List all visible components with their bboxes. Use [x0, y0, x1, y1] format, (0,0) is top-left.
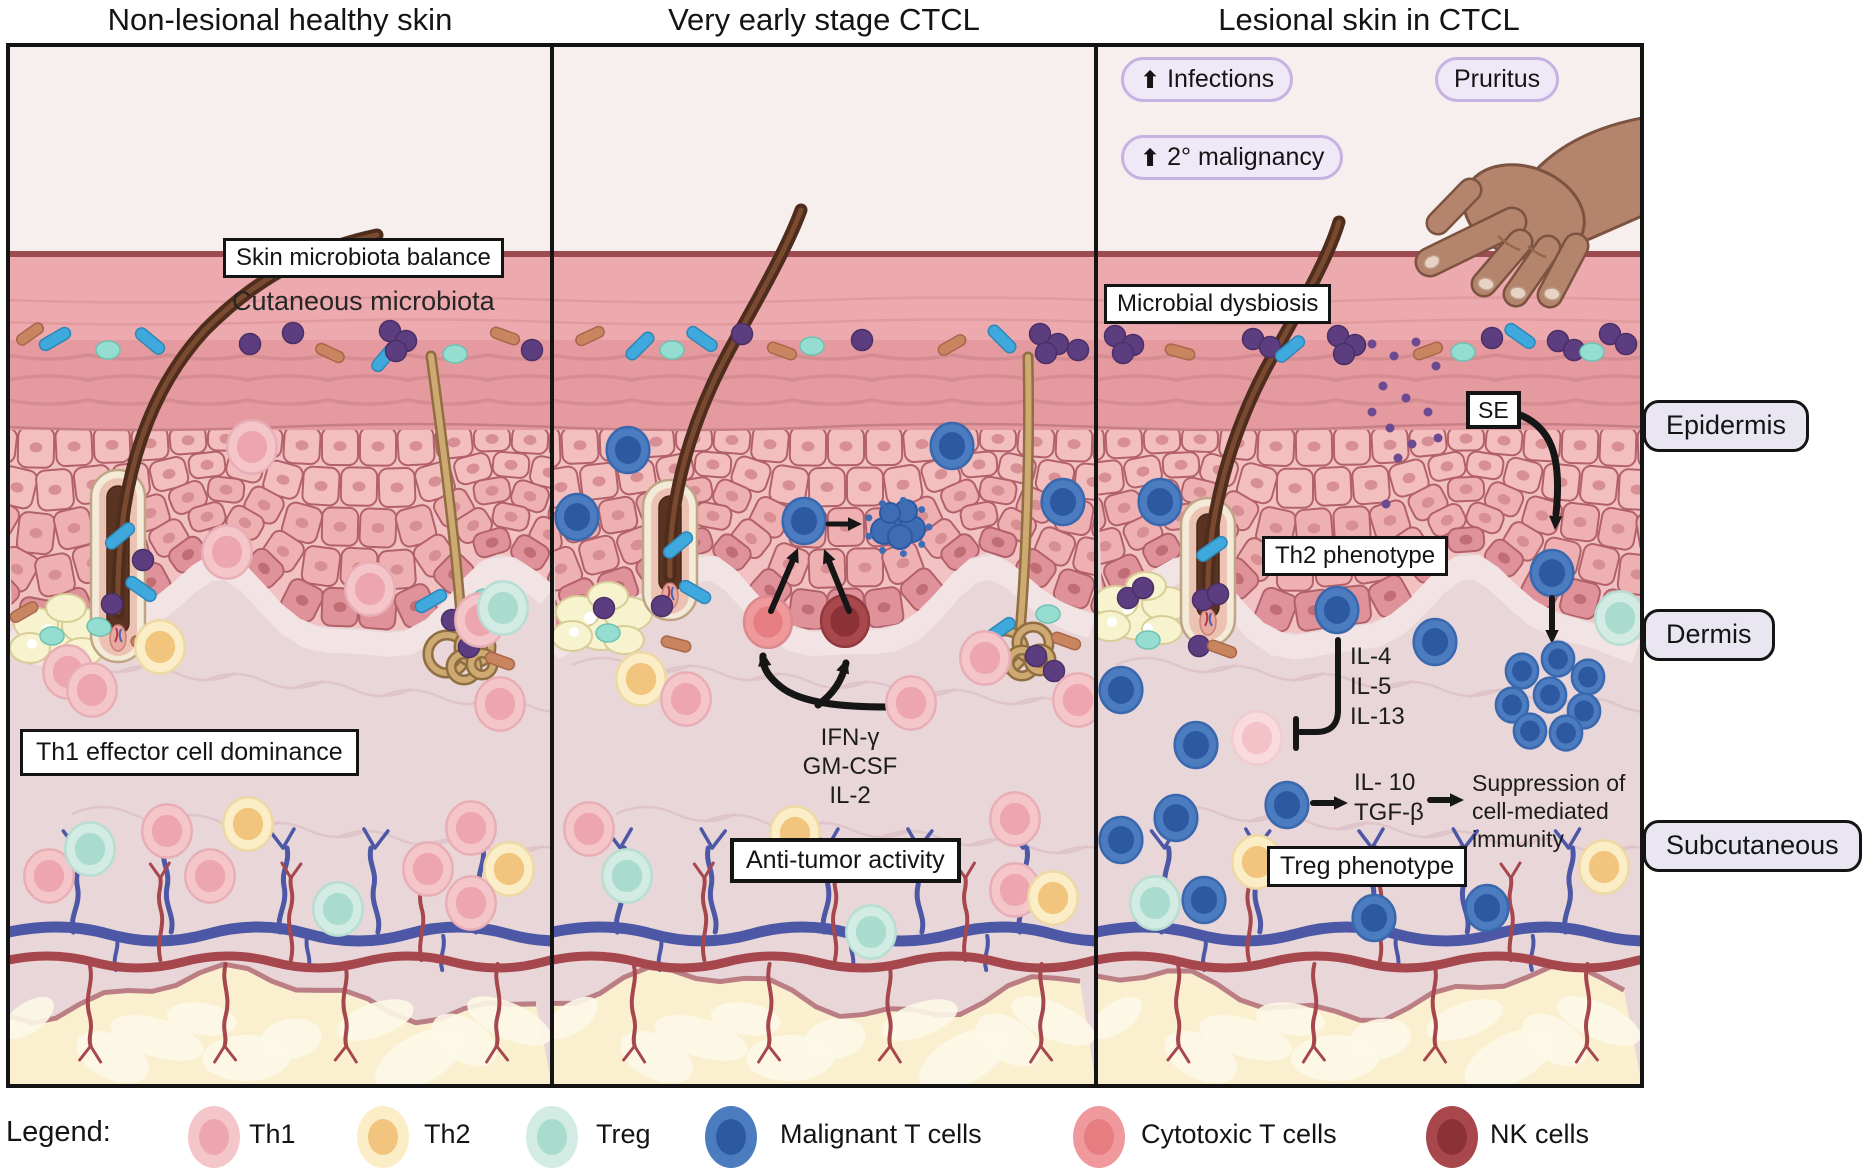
- anti-tumor-label: Anti-tumor activity: [730, 838, 961, 883]
- up-arrow-icon: [1140, 68, 1160, 92]
- legend-th1-label: Th1: [249, 1119, 296, 1149]
- effector-cytokines-label: IFN-γ GM-CSF IL-2: [775, 723, 925, 810]
- pruritus-badge: Pruritus: [1435, 57, 1560, 102]
- th2-phenotype-label: Th2 phenotype: [1262, 536, 1449, 576]
- tgf-beta-label: TGF-β: [1354, 799, 1424, 826]
- secondary-malignancy-badge: 2° malignancy: [1121, 135, 1344, 180]
- legend-malignant-label: Malignant T cells: [780, 1119, 982, 1149]
- malignant-cell-icon: [705, 1106, 757, 1168]
- gm-csf-label: GM-CSF: [802, 753, 898, 780]
- secondary-malignancy-badge-label: 2° malignancy: [1167, 143, 1325, 171]
- il5-label: IL-5: [1350, 673, 1392, 700]
- il13-label: IL-13: [1350, 703, 1405, 730]
- legend-cytotoxic-label: Cytotoxic T cells: [1141, 1119, 1337, 1149]
- suppression-line3: immunity: [1472, 826, 1565, 852]
- dermis-layer-label: Dermis: [1643, 609, 1775, 661]
- suppression-label: Suppression of cell-mediated immunity: [1472, 769, 1625, 853]
- pruritus-badge-label: Pruritus: [1454, 65, 1541, 93]
- epidermis-layer-label: Epidermis: [1643, 400, 1810, 452]
- cytotoxic-cell-icon: [1073, 1106, 1125, 1168]
- th1-dominance-label: Th1 effector cell dominance: [20, 729, 359, 776]
- se-label: SE: [1466, 391, 1521, 430]
- legend-title: Legend:: [6, 1116, 111, 1148]
- skin-microbiota-balance-label: Skin microbiota balance: [223, 238, 504, 278]
- up-arrow-icon: [1140, 146, 1160, 170]
- il4-label: IL-4: [1350, 643, 1392, 670]
- il2-label: IL-2: [829, 782, 871, 809]
- treg-cytokines-label: IL- 10 TGF-β: [1354, 768, 1424, 828]
- ifn-gamma-label: IFN-γ: [820, 724, 880, 751]
- microbial-dysbiosis-label: Microbial dysbiosis: [1104, 284, 1332, 324]
- th2-cytokines-label: IL-4 IL-5 IL-13: [1350, 642, 1405, 732]
- legend-th2-label: Th2: [424, 1119, 471, 1149]
- treg-phenotype-label: Treg phenotype: [1267, 846, 1468, 887]
- legend-treg-label: Treg: [596, 1119, 651, 1149]
- suppression-line2: cell-mediated: [1472, 798, 1609, 824]
- nk-cell-icon: [1426, 1106, 1478, 1168]
- panel1-title: Non-lesional healthy skin: [107, 2, 453, 37]
- cutaneous-microbiota-label: Cutaneous microbiota: [232, 286, 495, 316]
- th2-cell-icon: [357, 1106, 409, 1168]
- infections-badge: Infections: [1121, 57, 1294, 102]
- subcutaneous-layer-label: Subcutaneous: [1643, 820, 1862, 872]
- th1-cell-icon: [188, 1106, 240, 1168]
- infections-badge-label: Infections: [1167, 65, 1275, 93]
- panel2-title: Very early stage CTCL: [668, 2, 980, 37]
- suppression-line1: Suppression of: [1472, 770, 1626, 796]
- il10-label: IL- 10: [1354, 769, 1416, 796]
- panel3-title: Lesional skin in CTCL: [1218, 2, 1520, 37]
- treg-cell-icon: [526, 1106, 578, 1168]
- legend-nk-label: NK cells: [1490, 1119, 1590, 1149]
